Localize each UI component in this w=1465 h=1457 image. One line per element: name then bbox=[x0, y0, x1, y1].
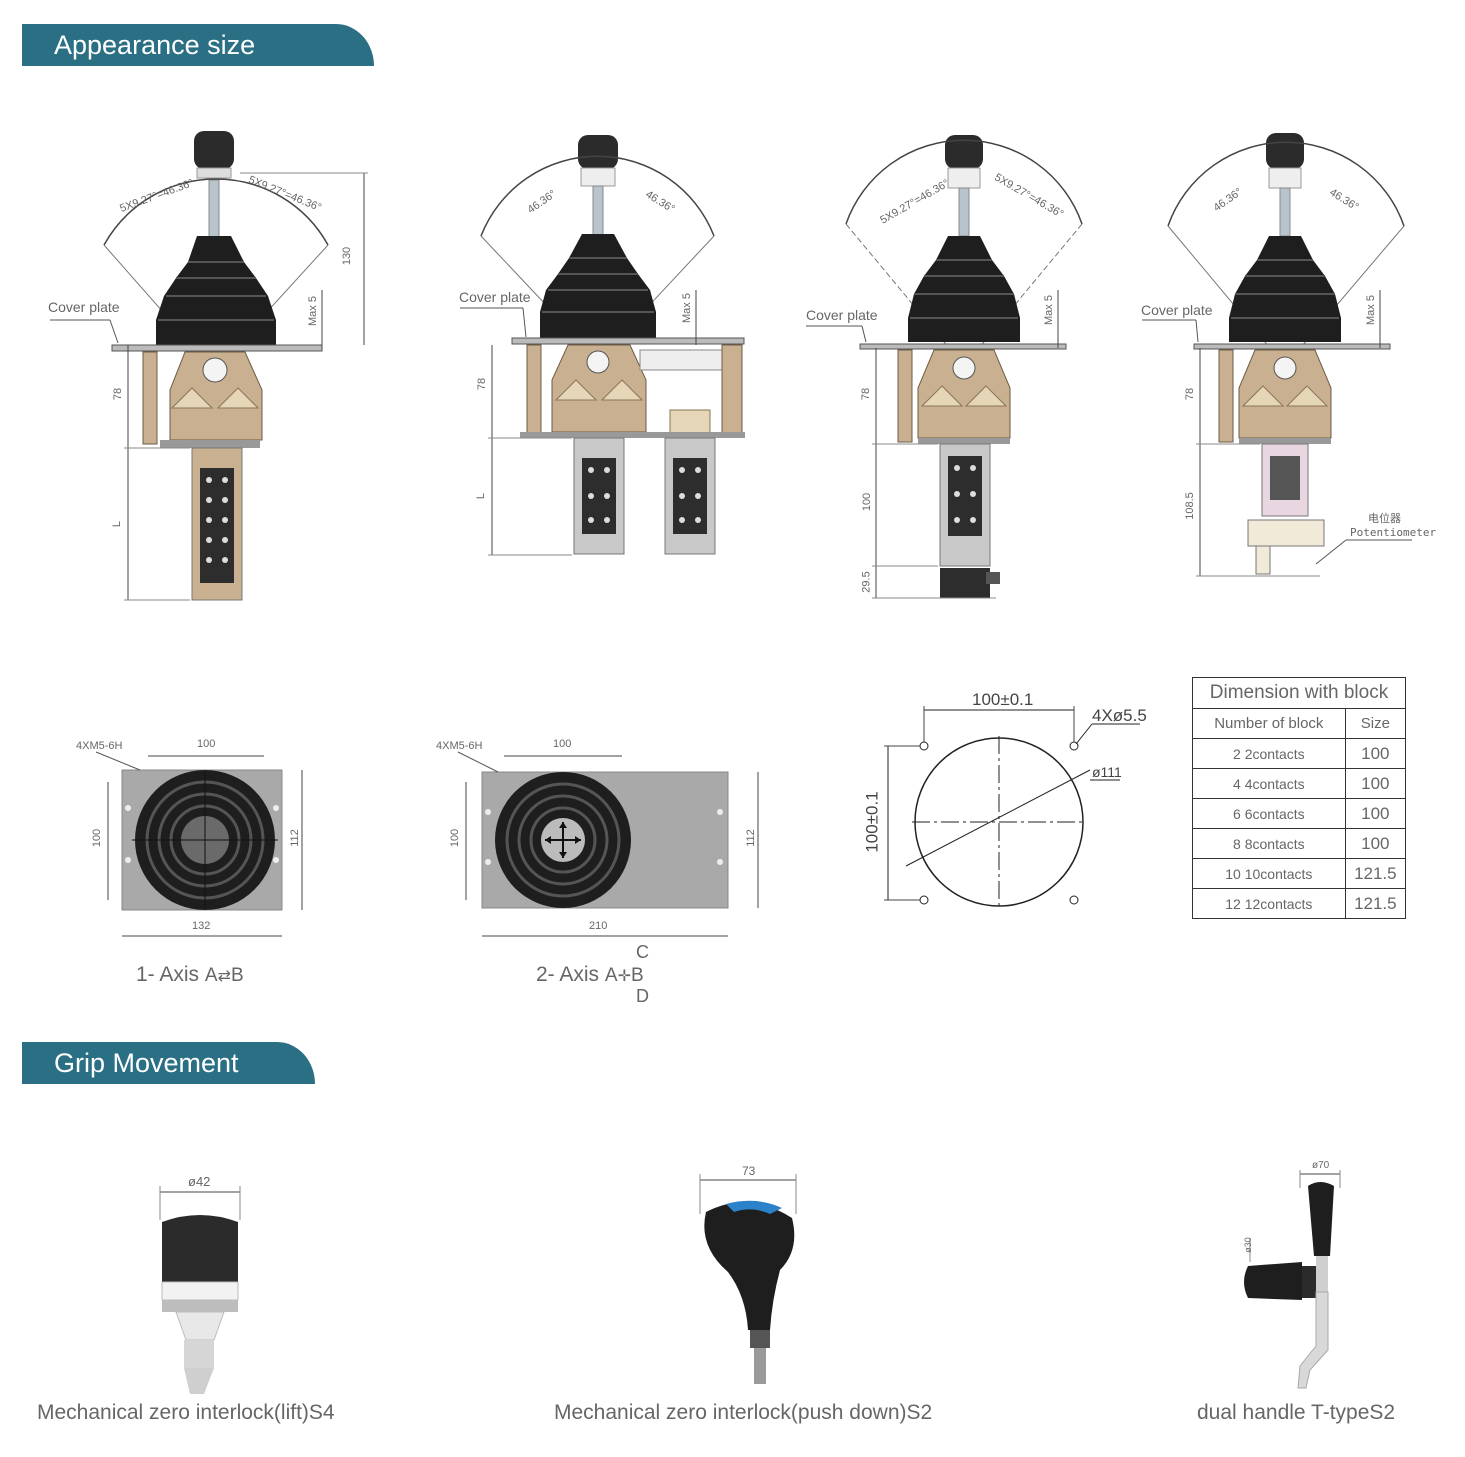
grip-1-dimension: ø42 bbox=[188, 1174, 211, 1189]
hole-top-dim: 100±0.1 bbox=[972, 690, 1034, 709]
appearance-size-header: Appearance size bbox=[22, 24, 374, 66]
plate-2-axis-c: C bbox=[636, 942, 649, 962]
plate-2-axis-a: A bbox=[604, 965, 618, 986]
d1-cover-plate-label: Cover plate bbox=[48, 299, 120, 315]
plate-1-bottom-dim: 132 bbox=[192, 920, 211, 932]
plate-1-caption: 1- Axis A⇄B bbox=[136, 963, 244, 987]
cross-arrow-icon: ✛ bbox=[617, 968, 631, 985]
plate-1-axis-b: B bbox=[230, 965, 244, 986]
table-cell: 121.5 bbox=[1344, 888, 1407, 919]
axis-arrow-icon: ⇄ bbox=[217, 968, 231, 985]
plate-1-top-dim: 100 bbox=[197, 738, 216, 750]
plate-2-screw: 4XM5-6H bbox=[436, 740, 483, 752]
plate-1-caption-prefix: 1- Axis bbox=[136, 963, 200, 986]
grip-3-dimension: ø70 bbox=[1312, 1160, 1330, 1171]
plate-1-screw: 4XM5-6H bbox=[76, 740, 123, 752]
table-cell: 121.5 bbox=[1344, 858, 1407, 889]
hole-count-dim: 4Xø5.5 bbox=[1092, 706, 1147, 725]
grip-2-caption: Mechanical zero interlock(push down)S2 bbox=[554, 1401, 933, 1424]
table-cell: 2 2contacts bbox=[1192, 738, 1346, 769]
table-cell: 4 4contacts bbox=[1192, 768, 1346, 799]
grip-2-dimension: 73 bbox=[742, 1164, 756, 1178]
table-cell: 12 12contacts bbox=[1192, 888, 1346, 919]
dimension-table: Dimension with block Number of block Siz… bbox=[1192, 677, 1407, 919]
grip-3-side-dimension: ø30 bbox=[1242, 1237, 1253, 1253]
hole-diameter-dim: ø111 bbox=[1092, 764, 1122, 780]
grip-movement-header: Grip Movement bbox=[22, 1042, 315, 1084]
plate-2-caption-prefix: 2- Axis bbox=[536, 963, 600, 986]
d4-cover-plate-label: Cover plate bbox=[1141, 302, 1213, 318]
table-cell: 100 bbox=[1344, 738, 1407, 769]
plate-1-axis-a: A bbox=[204, 965, 218, 986]
d3-cover-plate-label: Cover plate bbox=[806, 307, 878, 323]
grip-1-caption: Mechanical zero interlock(lift)S4 bbox=[37, 1401, 335, 1424]
potentiometer-label: Potentiometer bbox=[1350, 526, 1437, 539]
potentiometer-cn-label: 电位器 bbox=[1368, 513, 1401, 525]
plate-2-axis-b: B bbox=[630, 965, 644, 986]
table-cell: 8 8contacts bbox=[1192, 828, 1346, 859]
d2-cover-plate-label: Cover plate bbox=[459, 289, 531, 305]
table-cell: 100 bbox=[1344, 828, 1407, 859]
table-cell: 10 10contacts bbox=[1192, 858, 1346, 889]
grip-3-caption: dual handle T-typeS2 bbox=[1197, 1401, 1396, 1424]
plate-2-bottom-dim: 210 bbox=[589, 920, 608, 932]
table-cell: 6 6contacts bbox=[1192, 798, 1346, 829]
plate-2-axis-d: D bbox=[636, 986, 649, 1006]
column-header-blocks: Number of block bbox=[1192, 708, 1346, 739]
plate-2-top-dim: 100 bbox=[553, 738, 572, 750]
plate-2-caption: 2- Axis A✛B bbox=[536, 963, 644, 987]
